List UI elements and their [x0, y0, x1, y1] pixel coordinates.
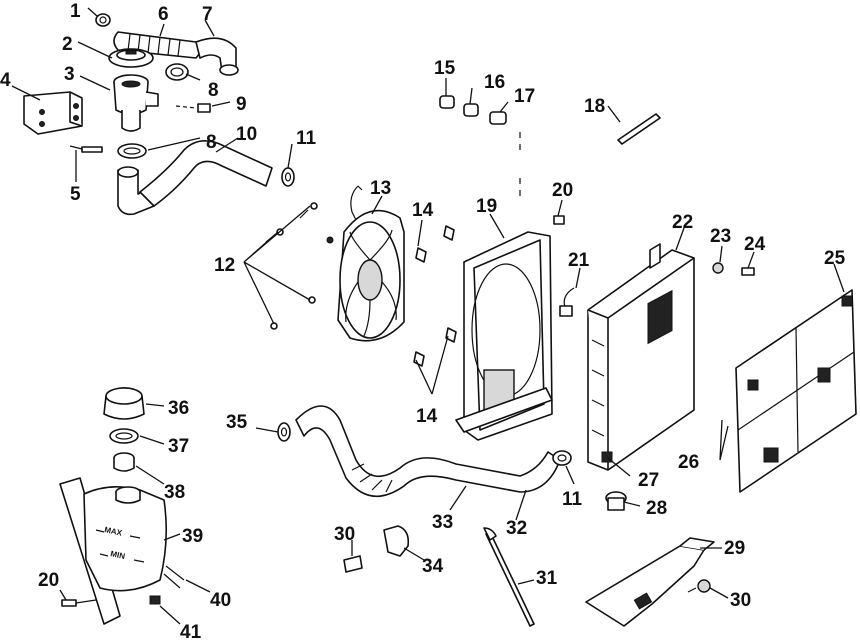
adapter-38	[113, 452, 135, 472]
bolt-20-shroud	[553, 215, 565, 225]
nut-23	[712, 262, 724, 274]
fan-assembly-13	[326, 185, 405, 342]
clamp-34	[383, 525, 410, 557]
clip-41	[149, 595, 161, 605]
callout-15: 15	[434, 58, 456, 79]
clamp-11-upper	[281, 167, 295, 187]
reservoir-cap-36	[103, 387, 145, 420]
callout-11b: 11	[562, 489, 583, 510]
callout-41: 41	[180, 622, 202, 642]
grommet-16	[463, 103, 479, 117]
callout-22: 22	[672, 212, 693, 233]
callout-14b: 14	[416, 406, 438, 427]
callout-11a: 11	[296, 128, 317, 149]
thermostat-housing-3	[113, 74, 159, 132]
clamp-8-upper	[165, 63, 189, 81]
mount-28	[605, 491, 627, 511]
callout-18: 18	[584, 96, 605, 117]
fan-shroud-19	[455, 231, 553, 441]
callout-10: 10	[236, 124, 257, 145]
sensor-21	[559, 287, 575, 317]
callout-39: 39	[182, 526, 203, 547]
hose-10	[139, 140, 273, 207]
bracket-29	[585, 537, 715, 627]
bolt-5	[69, 145, 103, 153]
callout-20a: 20	[552, 180, 573, 201]
vent-hose-40	[163, 565, 185, 589]
callout-32: 32	[506, 518, 527, 539]
hose-elbow-7	[195, 37, 239, 76]
callout-35: 35	[226, 412, 248, 433]
callout-34: 34	[422, 556, 444, 577]
bolt-9	[175, 103, 211, 113]
grommet-15	[439, 95, 455, 109]
leader-lines	[11, 7, 845, 625]
callout-16: 16	[484, 72, 505, 93]
callout-30a: 30	[334, 524, 355, 545]
dipstick-31	[483, 527, 535, 627]
bolt-30-lower-right	[687, 579, 711, 593]
gasket-8-lower	[117, 143, 147, 159]
callout-26: 26	[678, 452, 699, 473]
radiator-22	[587, 243, 695, 471]
callout-37: 37	[168, 436, 189, 457]
callout-3: 3	[64, 64, 75, 85]
callout-21: 21	[568, 250, 590, 271]
outlet-elbow	[117, 166, 155, 216]
callout-20b: 20	[38, 570, 59, 591]
drain-plug-27	[601, 451, 613, 463]
radiator-cap-2	[108, 48, 154, 68]
strap-18	[617, 113, 661, 145]
bolt-30-lower-left	[343, 555, 363, 573]
callout-23: 23	[710, 226, 731, 247]
callout-30b: 30	[730, 590, 751, 611]
callout-29: 29	[724, 538, 745, 559]
hose-clamp-1	[95, 13, 111, 27]
callout-19: 19	[476, 196, 497, 217]
callout-4: 4	[0, 70, 11, 91]
bolt-20-reservoir	[61, 599, 97, 607]
max-label: MAX	[104, 525, 124, 538]
reservoir-39: MAX MIN	[83, 486, 168, 592]
callout-31: 31	[536, 568, 558, 589]
bracket-4	[23, 91, 83, 135]
callout-8b: 8	[206, 132, 217, 153]
callout-33: 33	[432, 512, 453, 533]
radiator-screen-25	[735, 289, 857, 493]
callout-38: 38	[164, 482, 185, 503]
spacer-17	[489, 111, 507, 125]
callout-2: 2	[62, 34, 73, 55]
callout-1: 1	[70, 1, 81, 22]
callout-40: 40	[210, 590, 231, 611]
callout-27: 27	[638, 470, 659, 491]
callout-25: 25	[824, 248, 846, 269]
clamp-11-lower	[552, 450, 572, 466]
callout-14a: 14	[412, 200, 434, 221]
callout-5: 5	[70, 184, 81, 205]
callout-6: 6	[158, 4, 169, 25]
callout-8a: 8	[208, 80, 219, 101]
callout-24: 24	[744, 234, 766, 255]
callout-12: 12	[214, 255, 235, 276]
clamp-35	[277, 422, 291, 442]
callout-7: 7	[202, 4, 213, 25]
gasket-37	[109, 428, 139, 444]
callout-28: 28	[646, 498, 667, 519]
clips-14	[413, 225, 457, 367]
callout-9: 9	[236, 94, 247, 115]
min-label: MIN	[110, 549, 126, 561]
callout-13: 13	[370, 178, 391, 199]
bolt-24	[741, 267, 755, 276]
callout-17: 17	[514, 86, 535, 107]
callout-36: 36	[168, 398, 189, 419]
